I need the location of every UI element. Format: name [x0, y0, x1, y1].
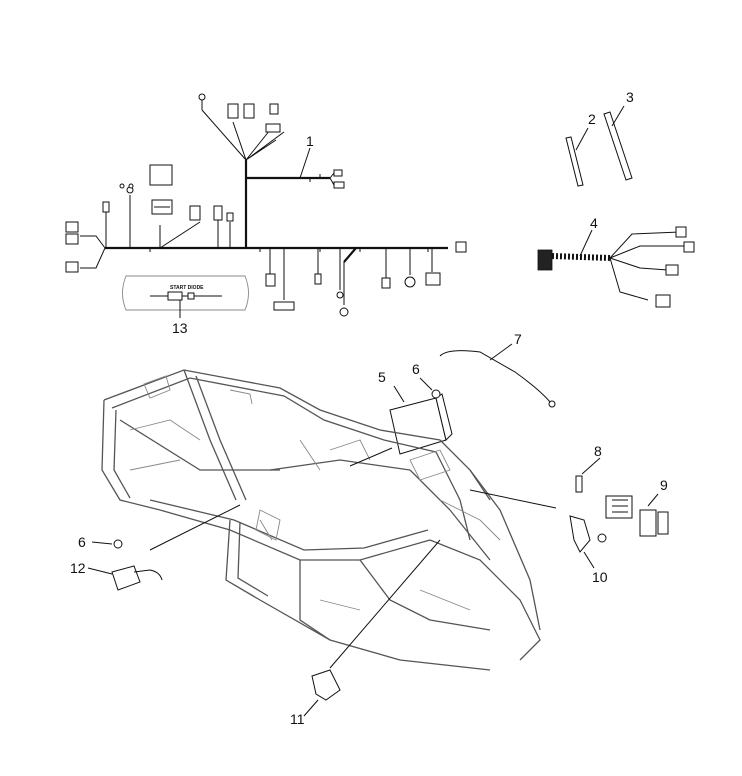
- sub-harness: 4: [537, 215, 695, 308]
- callout-11: 11: [290, 711, 305, 727]
- start-diode-label: START DIODE: [170, 285, 204, 291]
- leader-11: [329, 539, 441, 669]
- leader-5: [349, 447, 393, 467]
- part-11: 11: [290, 669, 341, 727]
- atv-frame: [101, 369, 541, 671]
- control-module: 5 6: [378, 361, 453, 455]
- cable-7: 7: [439, 331, 556, 408]
- callout-4: 4: [590, 215, 598, 231]
- callout-2: 2: [588, 111, 596, 127]
- start-diode-inset: START DIODE 13: [122, 275, 249, 336]
- right-parts: 8 9 10: [569, 443, 669, 585]
- callout-6b: 6: [78, 534, 86, 550]
- callout-3: 3: [626, 89, 634, 105]
- callout-8: 8: [594, 443, 602, 459]
- leader-9: [469, 489, 557, 509]
- main-wire-harness: 1: [65, 93, 467, 317]
- rods: 2 3: [565, 89, 634, 187]
- callout-13: 13: [172, 320, 188, 336]
- left-parts: 6 12: [70, 534, 163, 591]
- callout-1: 1: [306, 133, 314, 149]
- callout-9: 9: [660, 477, 668, 493]
- callout-12: 12: [70, 560, 86, 576]
- callout-7: 7: [514, 331, 522, 347]
- callout-5: 5: [378, 369, 386, 385]
- callout-6a: 6: [412, 361, 420, 377]
- leader-12: [149, 504, 241, 551]
- callout-10: 10: [592, 569, 608, 585]
